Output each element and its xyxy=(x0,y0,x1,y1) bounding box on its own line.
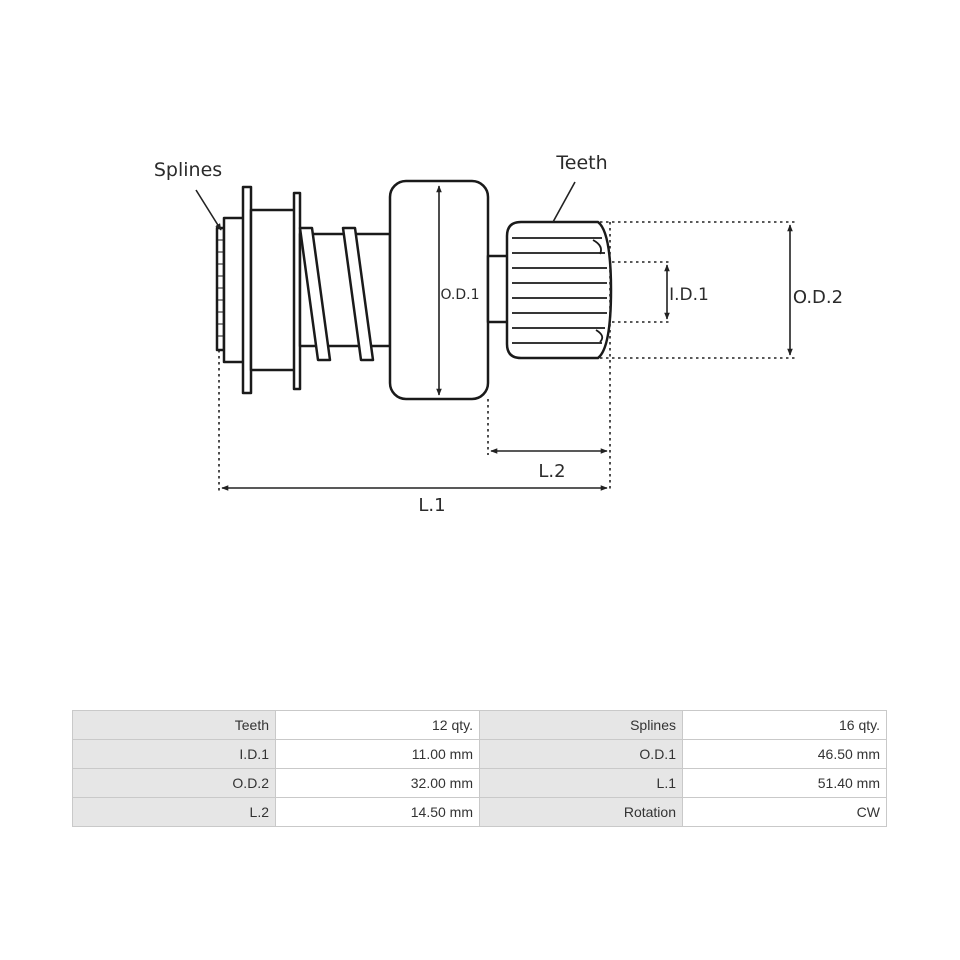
spec-label: O.D.1 xyxy=(479,739,683,769)
teeth-callout-label: Teeth xyxy=(555,152,607,174)
spec-value: 12 qty. xyxy=(275,710,480,740)
spec-label: L.1 xyxy=(479,768,683,798)
spec-label: Rotation xyxy=(479,797,683,827)
starter-drive-diagram: Splines Teeth O.D.1 I.D.1 O.D.2 L.2 L.1 xyxy=(154,152,843,516)
pinion-gear xyxy=(505,220,613,360)
od1-label: O.D.1 xyxy=(440,287,479,303)
splines-end xyxy=(215,216,248,364)
table-row: L.2 14.50 mm Rotation CW xyxy=(72,797,887,827)
l2-label: L.2 xyxy=(538,461,565,482)
spec-value: 32.00 mm xyxy=(275,768,480,798)
spec-label: O.D.2 xyxy=(72,768,276,798)
l1-label: L.1 xyxy=(418,495,445,516)
part-drawing xyxy=(215,179,613,401)
teeth-leader xyxy=(552,181,576,223)
splines-callout-label: Splines xyxy=(154,159,222,181)
id1-label: I.D.1 xyxy=(669,285,709,305)
spec-label: Teeth xyxy=(72,710,276,740)
table-row: I.D.1 11.00 mm O.D.1 46.50 mm xyxy=(72,739,887,769)
spec-value: 11.00 mm xyxy=(275,739,480,769)
spec-value: CW xyxy=(682,797,887,827)
spec-value: 46.50 mm xyxy=(682,739,887,769)
neck xyxy=(486,254,510,324)
dimension-lines xyxy=(195,181,795,492)
od2-label: O.D.2 xyxy=(793,287,843,308)
sleeve xyxy=(249,208,297,372)
splines-leader xyxy=(195,189,222,231)
spec-value: 16 qty. xyxy=(682,710,887,740)
spec-value: 51.40 mm xyxy=(682,768,887,798)
spec-value: 14.50 mm xyxy=(275,797,480,827)
extension-lines xyxy=(218,221,795,492)
spec-label: I.D.1 xyxy=(72,739,276,769)
table-row: O.D.2 32.00 mm L.1 51.40 mm xyxy=(72,768,887,798)
specifications-table: Teeth 12 qty. Splines 16 qty. I.D.1 11.0… xyxy=(72,710,887,827)
table-row: Teeth 12 qty. Splines 16 qty. xyxy=(72,710,887,740)
spec-label: L.2 xyxy=(72,797,276,827)
spring-coils xyxy=(298,226,375,362)
spec-label: Splines xyxy=(479,710,683,740)
